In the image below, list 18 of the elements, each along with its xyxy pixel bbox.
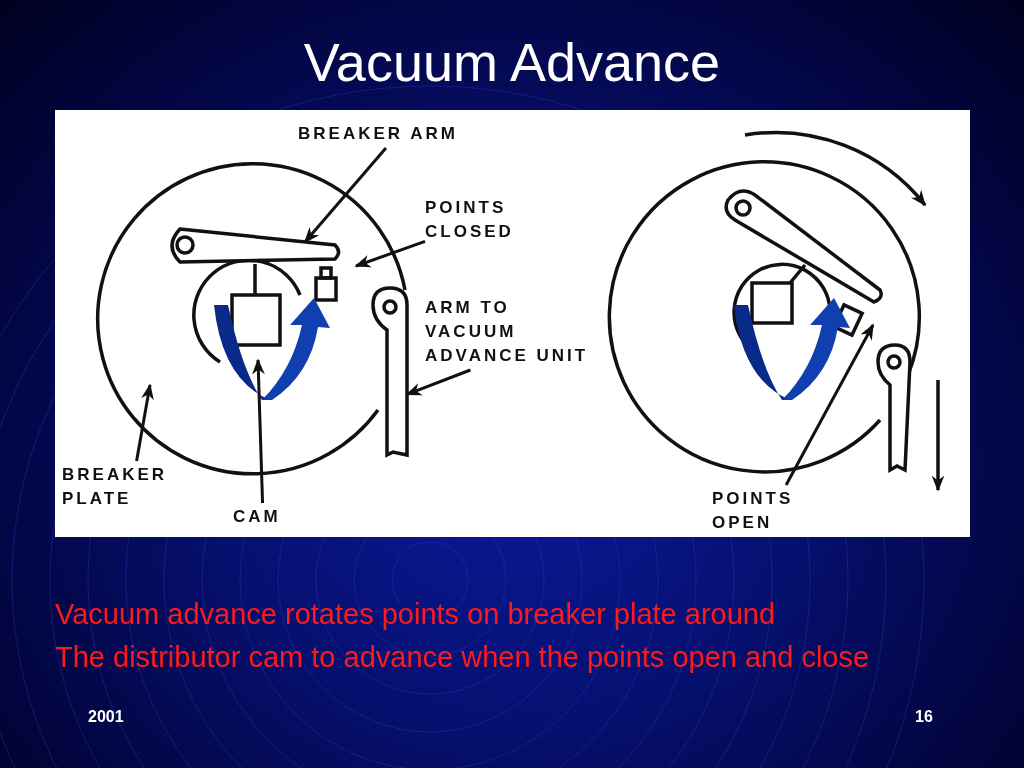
slide-title: Vacuum Advance — [302, 31, 722, 94]
callout-label: BREAKER ARM — [298, 122, 498, 146]
leader-line — [252, 358, 265, 504]
vacuum-advance-arm — [371, 286, 409, 457]
callout-label: CAM — [233, 505, 293, 529]
date-label: 2001 — [88, 708, 124, 726]
callout-label: POINTS OPEN — [712, 487, 832, 535]
leader-line — [405, 368, 471, 396]
caption-line: The distributor cam to advance when the points open and close — [55, 640, 870, 674]
leader-line — [784, 323, 875, 486]
callout-label: BREAKER PLATE — [62, 463, 202, 511]
leader-line — [303, 147, 388, 244]
page-number: 16 — [915, 708, 933, 726]
caption-line: Vacuum advance rotates points on breaker plate around — [55, 597, 776, 631]
callout-label: POINTS CLOSED — [425, 196, 545, 244]
leader-line — [135, 383, 154, 462]
callout-label: ARM TO VACUUM ADVANCE UNIT — [425, 296, 607, 368]
leader-line — [354, 240, 426, 268]
